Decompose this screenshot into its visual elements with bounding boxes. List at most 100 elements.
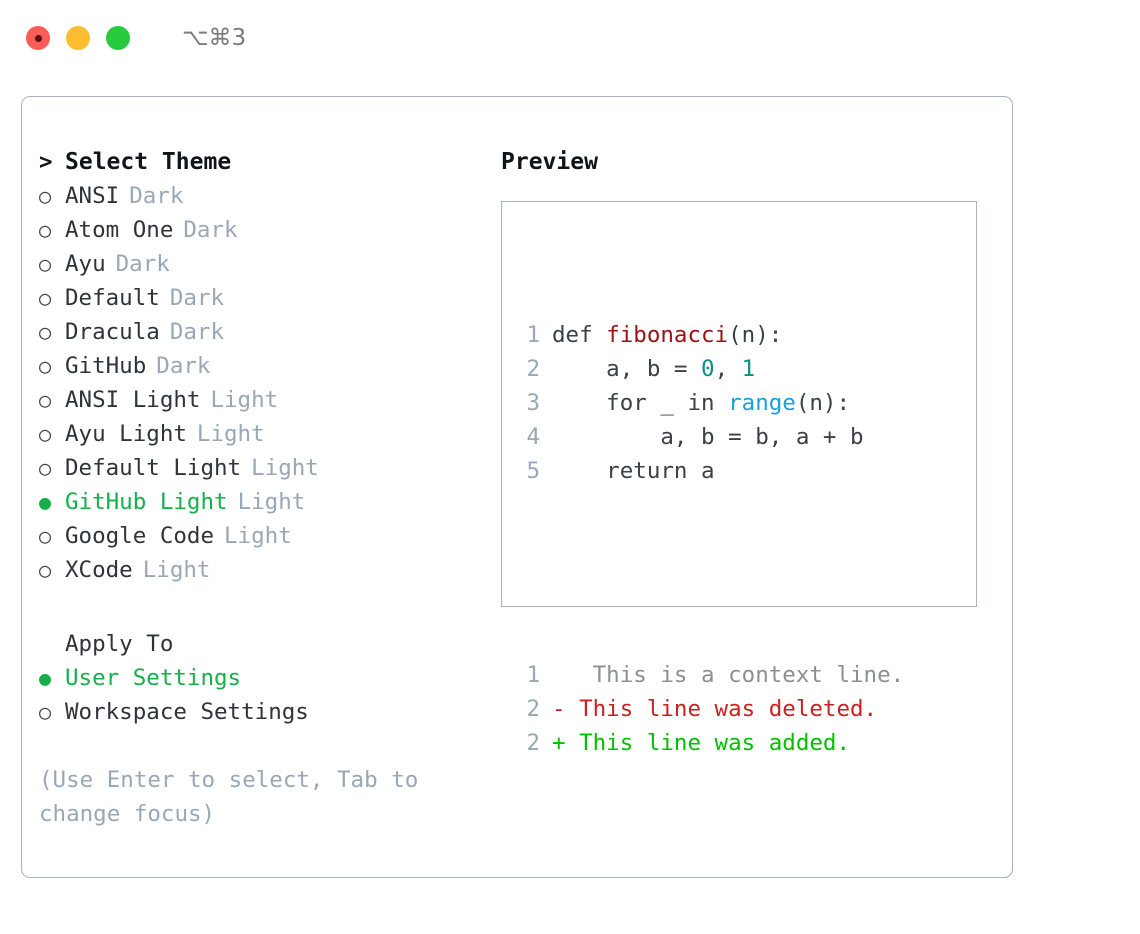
- theme-variant-badge: Dark: [183, 217, 238, 243]
- radio-unselected-icon[interactable]: ○: [39, 184, 52, 208]
- radio-unselected-icon[interactable]: ○: [39, 286, 52, 310]
- code-line-text: return a: [552, 454, 715, 488]
- radio-unselected-icon[interactable]: ○: [39, 320, 52, 344]
- radio-unselected-icon[interactable]: ○: [39, 388, 52, 412]
- diff-lines: 1 This is a context line.2- This line wa…: [516, 658, 904, 760]
- code-token: fibonacci: [606, 322, 729, 348]
- theme-name: ANSI: [65, 183, 120, 209]
- theme-list-item[interactable]: ○ Google Code Light: [39, 519, 489, 553]
- select-theme-header: > Select Theme: [39, 145, 489, 179]
- code-token: 1: [741, 356, 756, 382]
- close-button-icon[interactable]: [26, 26, 50, 50]
- radio-unselected-icon[interactable]: ○: [39, 252, 52, 276]
- theme-variant-badge: Dark: [156, 353, 211, 379]
- theme-list-item[interactable]: ○ Default Dark: [39, 281, 489, 315]
- code-line: 5 return a: [516, 454, 904, 488]
- code-line: 2 a, b = 0, 1: [516, 352, 904, 386]
- theme-variant-badge: Light: [196, 421, 265, 447]
- code-token: (n):: [728, 322, 783, 348]
- code-token: return a: [552, 458, 715, 484]
- theme-variant-badge: Dark: [169, 319, 225, 345]
- theme-list-item[interactable]: ○ Dracula Dark: [39, 315, 489, 349]
- diff-line-text: This line was deleted.: [565, 696, 878, 722]
- help-hint: (Use Enter to select, Tab to change focu…: [39, 767, 419, 827]
- theme-name: Dracula: [65, 319, 160, 345]
- traffic-lights: [26, 26, 130, 50]
- theme-name: ANSI Light: [65, 387, 201, 413]
- code-token: (n):: [795, 390, 851, 416]
- code-line-number: 3: [526, 390, 540, 416]
- maximize-button-icon[interactable]: [106, 26, 130, 50]
- no-marker-icon: ○: [39, 627, 65, 661]
- theme-name: XCode: [65, 557, 133, 583]
- theme-list-item[interactable]: ○ ANSI Dark: [39, 179, 489, 213]
- theme-list-item[interactable]: ● GitHub Light Light: [39, 485, 489, 519]
- title-bar: ⌥⌘3: [0, 0, 1140, 76]
- theme-list-item[interactable]: ○ Atom One Dark: [39, 213, 489, 247]
- theme-name: Default: [65, 285, 160, 311]
- theme-list-item[interactable]: ○ XCode Light: [39, 553, 489, 587]
- code-token: a, b = b, a + b: [552, 424, 864, 450]
- diff-sign: -: [552, 696, 566, 722]
- diff-line-number: 1: [526, 662, 540, 688]
- diff-line: 1 This is a context line.: [516, 658, 904, 692]
- diff-line: 2- This line was deleted.: [516, 692, 904, 726]
- code-line-number: 2: [526, 356, 540, 382]
- radio-unselected-icon[interactable]: ○: [39, 354, 52, 378]
- theme-variant-badge: Dark: [169, 285, 225, 311]
- theme-variant-badge: Dark: [129, 183, 184, 209]
- theme-variant-badge: Light: [224, 523, 292, 549]
- radio-unselected-icon[interactable]: ○: [39, 422, 52, 446]
- radio-unselected-icon[interactable]: ○: [39, 524, 52, 548]
- theme-list-item[interactable]: ○ ANSI Light Light: [39, 383, 489, 417]
- apply-to-option[interactable]: ○Workspace Settings: [39, 695, 489, 729]
- apply-to-title: Apply To: [65, 631, 174, 657]
- theme-variant-badge: Light: [210, 387, 279, 413]
- radio-unselected-icon[interactable]: ○: [39, 218, 52, 242]
- code-line-text: a, b = b, a + b: [552, 420, 864, 454]
- radio-unselected-icon[interactable]: ○: [39, 456, 52, 480]
- radio-unselected-icon[interactable]: ○: [39, 558, 52, 582]
- theme-variant-badge: Light: [142, 557, 211, 583]
- theme-name: Atom One: [65, 217, 174, 243]
- code-line-number: 5: [526, 458, 540, 484]
- theme-name: Ayu: [65, 251, 106, 277]
- diff-sign: +: [552, 730, 566, 756]
- theme-name: GitHub: [65, 353, 147, 379]
- radio-selected-icon[interactable]: ●: [39, 666, 52, 690]
- spacer: [39, 587, 489, 627]
- theme-variant-badge: Dark: [115, 251, 170, 277]
- code-token: 0: [701, 356, 715, 382]
- code-line-number: 1: [526, 322, 540, 348]
- code-line: 3 for _ in range(n):: [516, 386, 904, 420]
- theme-name: GitHub Light: [65, 489, 228, 515]
- code-line: 4 a, b = b, a + b: [516, 420, 904, 454]
- radio-unselected-icon[interactable]: ○: [39, 700, 52, 724]
- theme-list-item[interactable]: ○ GitHub Dark: [39, 349, 489, 383]
- apply-to-option[interactable]: ●User Settings: [39, 661, 489, 695]
- diff-sign: [552, 658, 566, 692]
- minimize-button-icon[interactable]: [66, 26, 90, 50]
- code-line-number: 4: [526, 424, 540, 450]
- theme-variant-badge: Light: [237, 489, 306, 515]
- theme-list-item[interactable]: ○ Ayu Dark: [39, 247, 489, 281]
- diff-line-number: 2: [526, 730, 540, 756]
- radio-selected-icon[interactable]: ●: [39, 490, 52, 514]
- theme-name: Google Code: [65, 523, 215, 549]
- diff-line-text: This line was added.: [565, 730, 851, 756]
- theme-variant-badge: Light: [251, 455, 319, 481]
- apply-to-list: ●User Settings○Workspace Settings: [39, 661, 489, 729]
- keyboard-shortcut-label: ⌥⌘3: [182, 25, 247, 51]
- code-line-text: a, b = 0, 1: [552, 352, 755, 386]
